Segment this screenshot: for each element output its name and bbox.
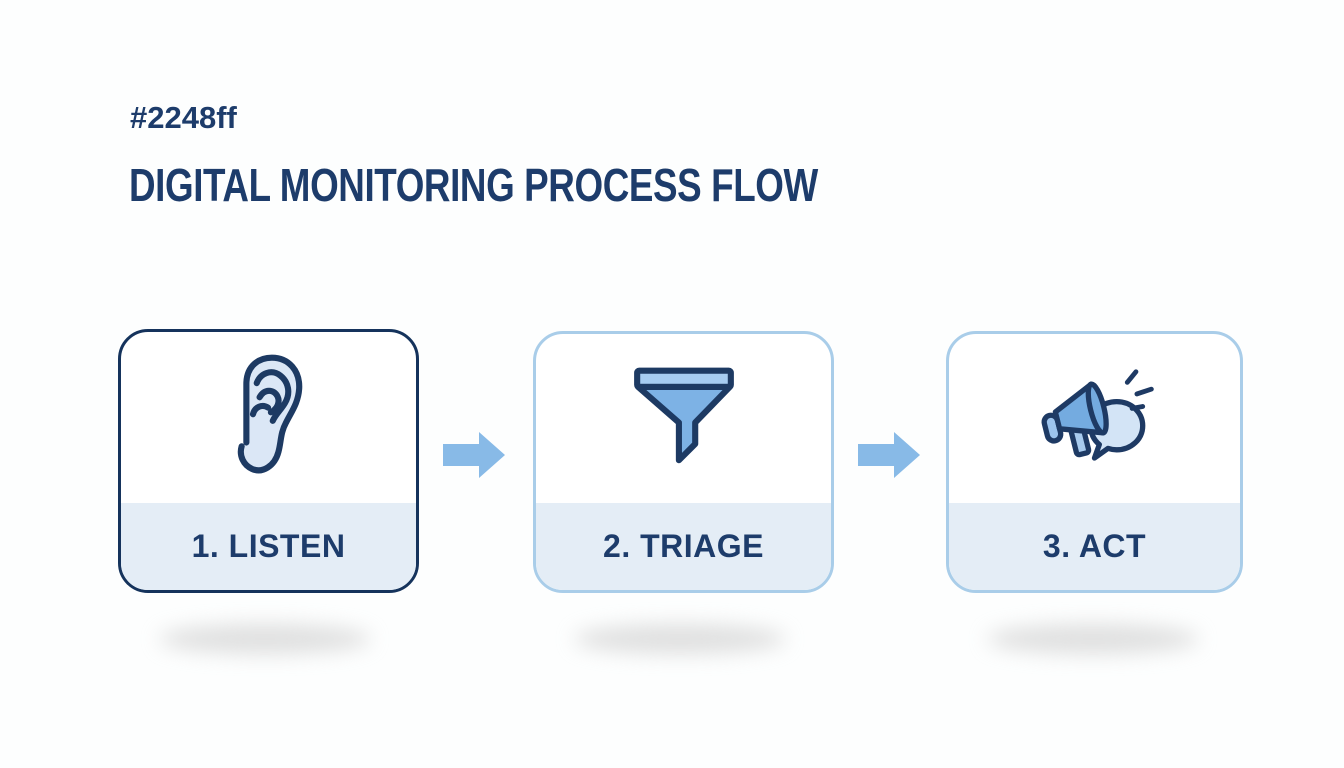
card-shadow bbox=[574, 624, 786, 654]
act-label-band: 3. ACT bbox=[949, 503, 1240, 590]
arrow-right-icon bbox=[858, 432, 920, 478]
triage-icon-area bbox=[536, 334, 831, 503]
step-card-listen: 1. LISTEN bbox=[118, 329, 419, 593]
color-code-label: #2248ff bbox=[130, 100, 237, 135]
listen-icon-area bbox=[121, 332, 416, 503]
act-icon-area bbox=[949, 334, 1240, 503]
arrow-right-icon bbox=[443, 432, 505, 478]
step-card-act: 3. ACT bbox=[946, 331, 1243, 593]
listen-label-band: 1. LISTEN bbox=[121, 503, 416, 590]
megaphone-icon bbox=[1029, 366, 1161, 472]
page-title: DIGITAL MONITORING PROCESS FLOW bbox=[129, 159, 818, 211]
triage-label-band: 2. TRIAGE bbox=[536, 503, 831, 590]
step-label-listen: 1. LISTEN bbox=[191, 528, 346, 564]
step-label-act: 3. ACT bbox=[1042, 528, 1147, 564]
step-label-triage: 2. TRIAGE bbox=[603, 528, 764, 564]
step-card-triage: 2. TRIAGE bbox=[533, 331, 834, 593]
card-shadow bbox=[987, 624, 1199, 654]
card-shadow bbox=[159, 624, 371, 654]
funnel-icon bbox=[628, 365, 740, 473]
ear-icon bbox=[217, 352, 321, 484]
